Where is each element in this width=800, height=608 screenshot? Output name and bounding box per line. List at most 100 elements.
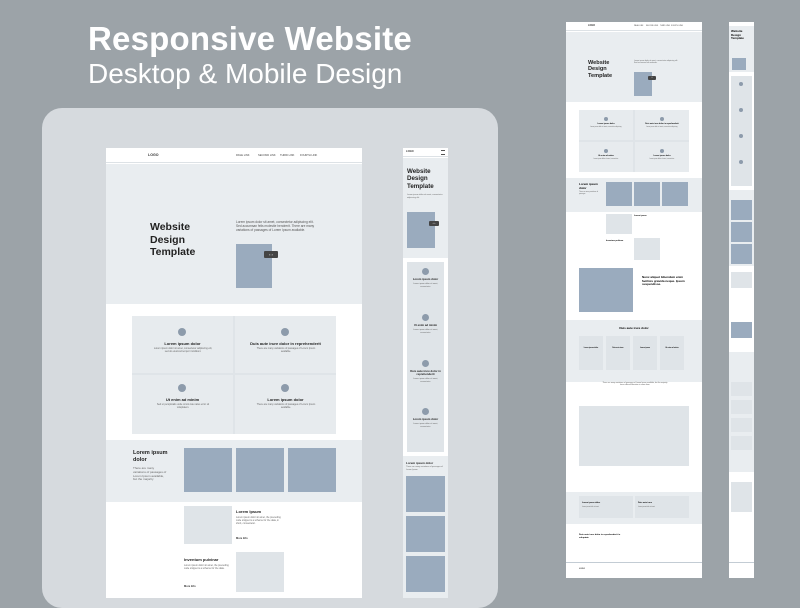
page-title: Responsive Website <box>88 20 412 57</box>
desktop-feature-2-title: Duis aute irure dolor in reprehenderit <box>250 341 321 346</box>
desktop-nav-link-2[interactable]: SECOND LINK <box>258 154 276 157</box>
wide-article-2-title: Inventum pulvinar <box>606 240 624 242</box>
wide-feature-1-title: Lorem ipsum dolor <box>597 123 615 125</box>
article-2-title: Inventum pulvinar <box>184 557 219 562</box>
wide-nav-link-4[interactable]: FOURTH LINK <box>671 25 683 27</box>
wide-card-2: Duis aute irure <box>612 348 624 349</box>
desktop-feature-1-title: Lorem ipsum dolor <box>164 341 201 346</box>
wide-feature-3-title: Ut enim ad minim <box>598 155 614 157</box>
wide-cards-section: Duis aute irure dolor Lorem ipsum dolor … <box>566 320 702 382</box>
gallery-image <box>184 448 232 492</box>
wide-feature-1-text: Lorem ipsum dolor sit amet, consectetur … <box>590 127 622 128</box>
mobile-full-page: Website Design Template <box>729 22 754 578</box>
narrow-hero-image <box>732 58 746 70</box>
article-1-image <box>184 506 232 544</box>
wide-cta-section: Lorem ipsum dolor Lorem ipsum dolor sit … <box>566 492 702 524</box>
desktop-gallery-title: Lorem ipsum dolor <box>133 450 168 463</box>
mobile-feature-3-title: Duis aute irure dolor in reprehenderit <box>410 369 441 377</box>
wide-feature-4-title: Lorem ipsum dolor <box>653 155 671 157</box>
mobile-feature-1-title: Lorem ipsum dolor <box>412 277 439 281</box>
article-2-text: Lorem ipsum dolor sit amet, the precedin… <box>184 564 229 570</box>
mobile-slider-arrows[interactable]: ‹ › <box>429 221 439 226</box>
gallery-image <box>406 476 445 512</box>
circle-icon <box>422 408 429 415</box>
gallery-image <box>731 222 752 242</box>
article-1-more-link[interactable]: More Info <box>236 537 248 540</box>
footer-divider <box>729 562 754 563</box>
wide-section-title: Duis aute irure dolor <box>619 326 649 330</box>
narrow-hero-title: Website Design Template <box>731 29 744 41</box>
circle-icon <box>660 149 664 153</box>
gallery-image <box>236 448 284 492</box>
wide-nav-link-1[interactable]: PAGE LINK <box>634 25 644 27</box>
wide-cta-1-text: Lorem ipsum dolor sit amet <box>582 507 599 508</box>
desktop-feature-4-text: There are many variations of passages of… <box>256 403 316 409</box>
wide-slider-arrows[interactable]: ‹ › <box>648 76 656 80</box>
desktop-logo[interactable]: LOGO <box>148 153 159 157</box>
mobile-hero-title: Website Design Template <box>407 168 434 190</box>
article-2-more-link[interactable]: More Info <box>184 585 196 588</box>
wide-features: Lorem ipsum dolor Lorem ipsum dolor sit … <box>579 110 689 172</box>
desktop-full-page: LOGO PAGE LINK SECOND LINK THIRD LINK FO… <box>566 22 702 578</box>
wide-cta-2-title: Duis aute irure <box>638 502 653 504</box>
circle-icon <box>739 160 743 164</box>
circle-icon <box>422 360 429 367</box>
mobile-features: Lorem ipsum dolor Lorem ipsum dolor sit … <box>407 262 444 452</box>
narrow-cards <box>729 352 754 472</box>
wide-article-1-title: Lorem ipsum <box>634 215 647 217</box>
wide-gallery-text: There are many variations of passages <box>579 192 599 195</box>
circle-icon <box>739 82 743 86</box>
gallery-image <box>662 182 688 206</box>
wide-nav-link-3[interactable]: THIRD LINK <box>660 25 670 27</box>
wide-hero-text: Lorem ipsum dolor sit amet, consectetur … <box>634 60 678 65</box>
wide-big-image <box>579 406 689 466</box>
desktop-feature-3-text: Sed ut perspiciatis unde omnis iste natu… <box>156 403 210 409</box>
wide-footer-logo[interactable]: LOGO <box>579 568 585 570</box>
narrow-article-image <box>731 272 752 288</box>
wide-gallery-title: Lorem ipsum dolor <box>579 182 598 190</box>
mobile-gallery-text: There are many variations of passages of… <box>406 466 443 471</box>
circle-icon <box>604 149 608 153</box>
circle-icon <box>422 314 429 321</box>
wide-nav-link-2[interactable]: SECOND LINK <box>646 25 659 27</box>
circle-icon <box>422 268 429 275</box>
wide-quote: Nunc aliquet bibendum enim facilisis gra… <box>642 275 685 287</box>
wide-quote-image <box>579 268 633 312</box>
desktop-nav-link-3[interactable]: THIRD LINK <box>280 154 295 157</box>
desktop-feature-1-text: Lorem ipsum dolor sit amet, consectetur … <box>153 347 213 353</box>
gallery-image <box>634 182 660 206</box>
hamburger-menu-icon[interactable] <box>441 150 445 155</box>
desktop-feature-2-text: There are many variations of passages of… <box>256 347 316 353</box>
narrow-big-image <box>731 482 752 512</box>
mobile-feature-3-text: Lorem ipsum dolor sit amet, consectetur. <box>413 378 438 383</box>
desktop-header: LOGO PAGE LINK SECOND LINK THIRD LINK FO… <box>106 148 362 163</box>
gallery-image <box>288 448 336 492</box>
wide-cta-1-title: Lorem ipsum dolor <box>582 502 601 504</box>
narrow-features <box>731 76 752 186</box>
mobile-logo[interactable]: LOGO <box>406 150 414 153</box>
desktop-screen: LOGO PAGE LINK SECOND LINK THIRD LINK FO… <box>106 148 362 598</box>
gallery-image <box>731 200 752 220</box>
wide-article-image <box>606 214 632 234</box>
article-1-title: Lorem Ipsum <box>236 509 262 514</box>
mobile-feature-4-title: Lorem ipsum dolor <box>412 417 439 421</box>
desktop-slider-arrows[interactable]: ‹ › <box>264 251 278 258</box>
wide-feature-4-text: Lorem ipsum dolor sit amet, consectetur. <box>649 159 675 160</box>
wide-hero: Website Design Template Lorem ipsum dolo… <box>566 32 702 102</box>
wide-logo[interactable]: LOGO <box>588 24 596 27</box>
desktop-nav-link-1[interactable]: PAGE LINK <box>236 154 250 157</box>
desktop-nav-link-4[interactable]: FOURTH LINK <box>300 154 318 157</box>
mobile-feature-4-text: Lorem ipsum dolor sit amet, consectetur. <box>413 423 438 428</box>
wide-hero-title: Website Design Template <box>588 60 613 79</box>
mobile-feature-2-text: Lorem ipsum dolor sit amet, consectetur. <box>413 329 438 334</box>
desktop-hero: Website Design Template Lorem ipsum dolo… <box>106 164 362 304</box>
mobile-gallery: Lorem ipsum dolor There are many variati… <box>403 456 448 598</box>
mobile-hero-text: Lorem ipsum dolor sit amet, consectetur … <box>407 194 443 199</box>
desktop-hero-text: Lorem ipsum dolor sit amet, consectetur … <box>236 220 315 232</box>
mobile-hero: Website Design Template Lorem ipsum dolo… <box>403 158 448 258</box>
wide-feature-2-title: Duis aute irure dolor in reprehenderit <box>645 123 679 125</box>
page-subtitle: Desktop & Mobile Design <box>88 58 403 89</box>
wide-footer-title: Duis aute irure dolor in reprehenderit i… <box>579 534 621 539</box>
mobile-feature-2-title: Ut enim ad minim <box>413 323 438 327</box>
desktop-feature-3-title: Ut enim ad minim <box>165 397 200 402</box>
